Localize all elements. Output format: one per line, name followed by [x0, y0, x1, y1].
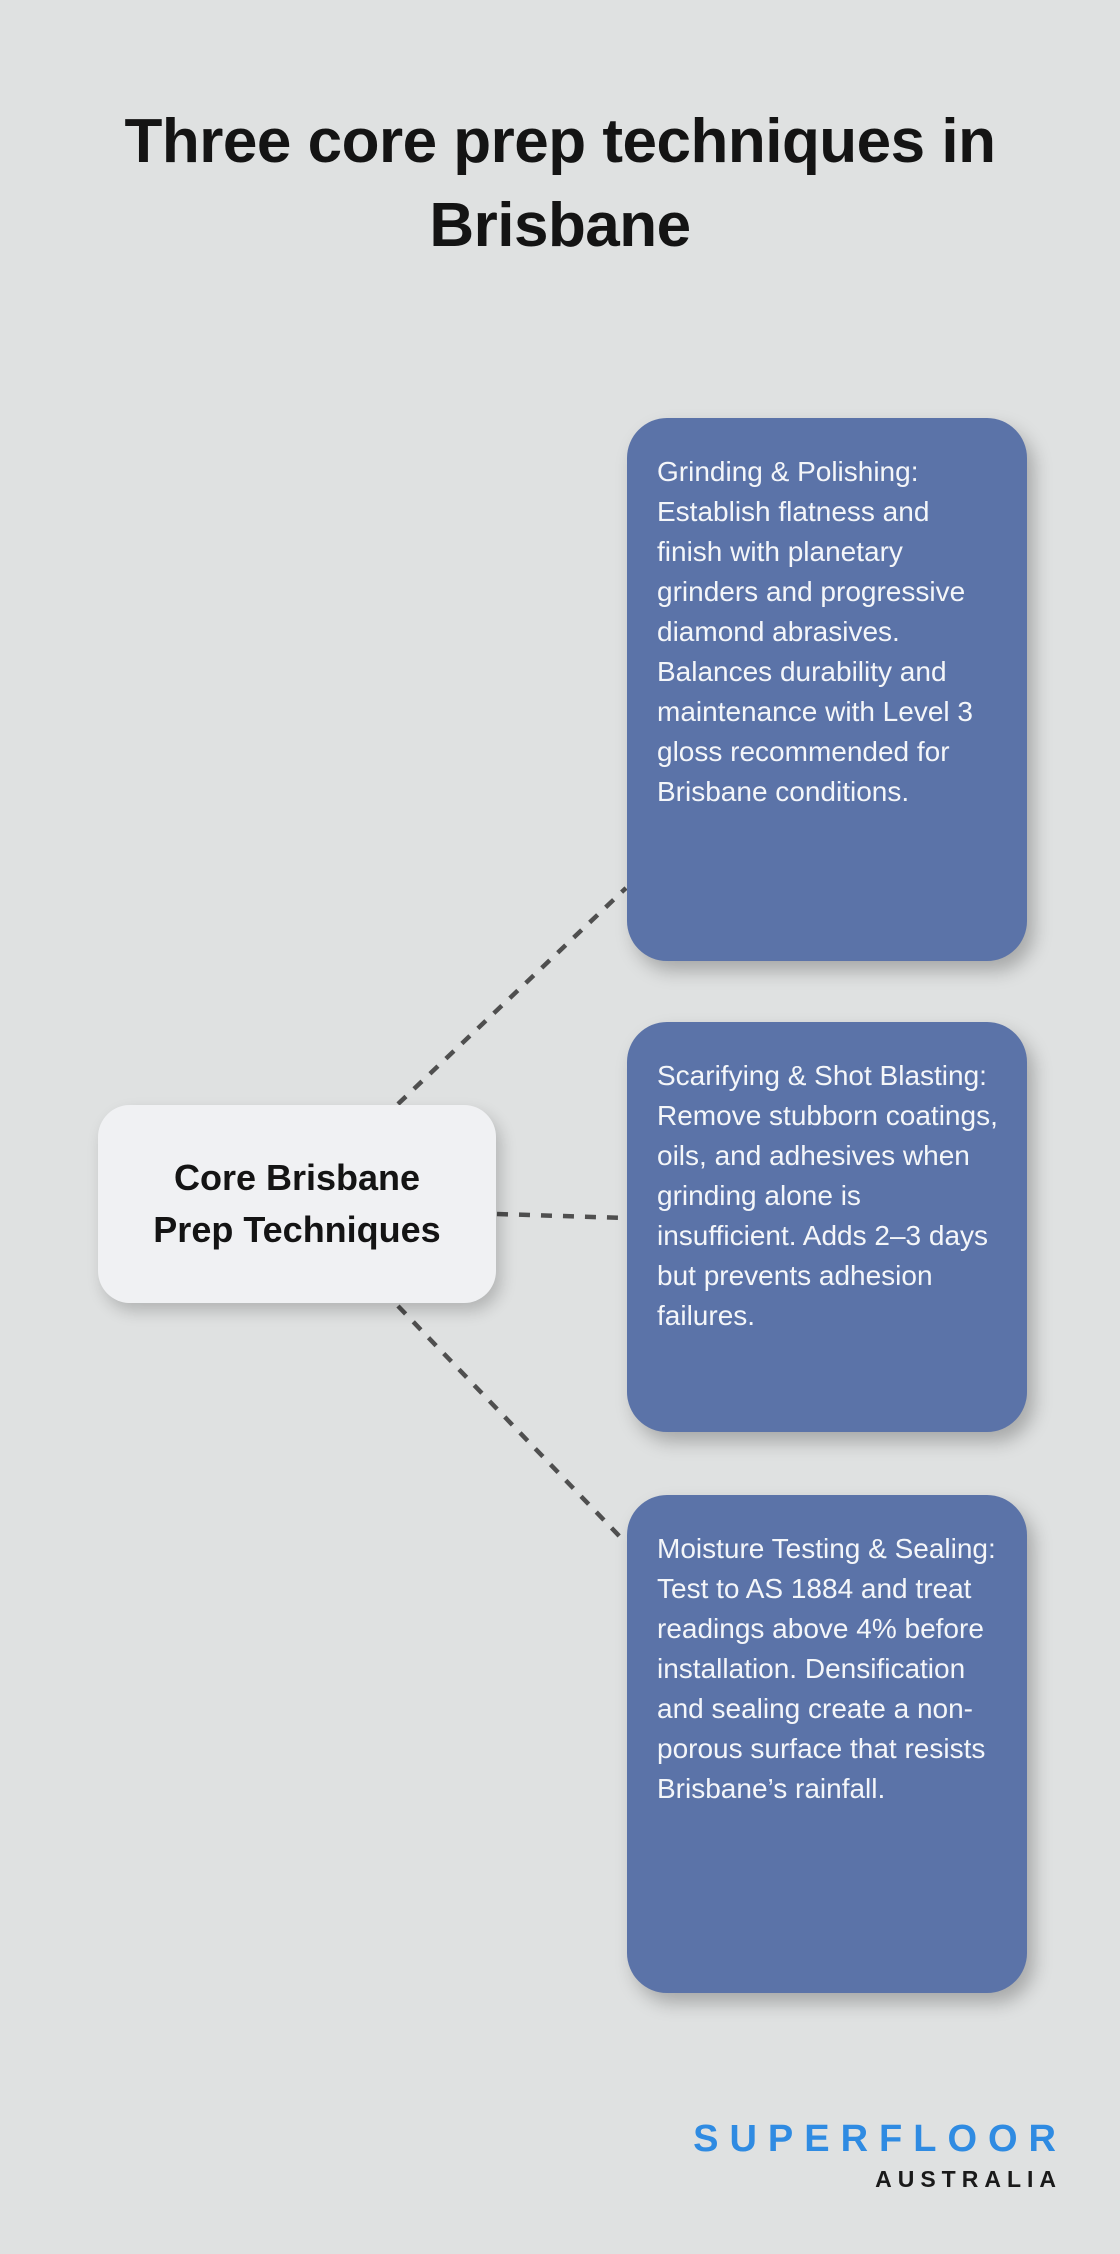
superfloor-subtext: AUSTRALIA — [875, 2166, 1062, 2192]
root-node: Core Brisbane Prep Techniques — [98, 1105, 496, 1303]
page-title: Three core prep techniques in Brisbane — [0, 100, 1120, 268]
page-title-line-1: Three core prep techniques in — [124, 107, 996, 176]
superfloor-wordmark: SUPERFLOOR — [693, 2118, 1067, 2160]
connector-grinding-line — [396, 886, 628, 1106]
connector-moisture-line — [396, 1304, 628, 1545]
technique-card-moisture-testing-sealing: Moisture Testing & Sealing: Test to AS 1… — [627, 1495, 1027, 1993]
technique-card-scarifying-shot-blasting: Scarifying & Shot Blasting: Remove stubb… — [627, 1022, 1027, 1432]
root-node-label-line-1: Core Brisbane — [173, 1157, 421, 1198]
root-node-label: Core Brisbane Prep Techniques — [153, 1152, 440, 1256]
technique-card-grinding-polishing: Grinding & Polishing: Establish flatness… — [627, 418, 1027, 961]
superfloor-logo: SUPERFLOOR AUSTRALIA — [693, 2118, 1056, 2193]
technique-card-moisture-testing-sealing-text: Moisture Testing & Sealing: Test to AS 1… — [657, 1533, 996, 1804]
page-title-line-2: Brisbane — [429, 191, 691, 260]
connector-scarifying-line — [496, 1211, 627, 1221]
technique-card-grinding-polishing-text: Grinding & Polishing: Establish flatness… — [657, 456, 973, 807]
technique-card-scarifying-shot-blasting-text: Scarifying & Shot Blasting: Remove stubb… — [657, 1060, 998, 1331]
root-node-label-line-2: Prep Techniques — [153, 1209, 441, 1250]
